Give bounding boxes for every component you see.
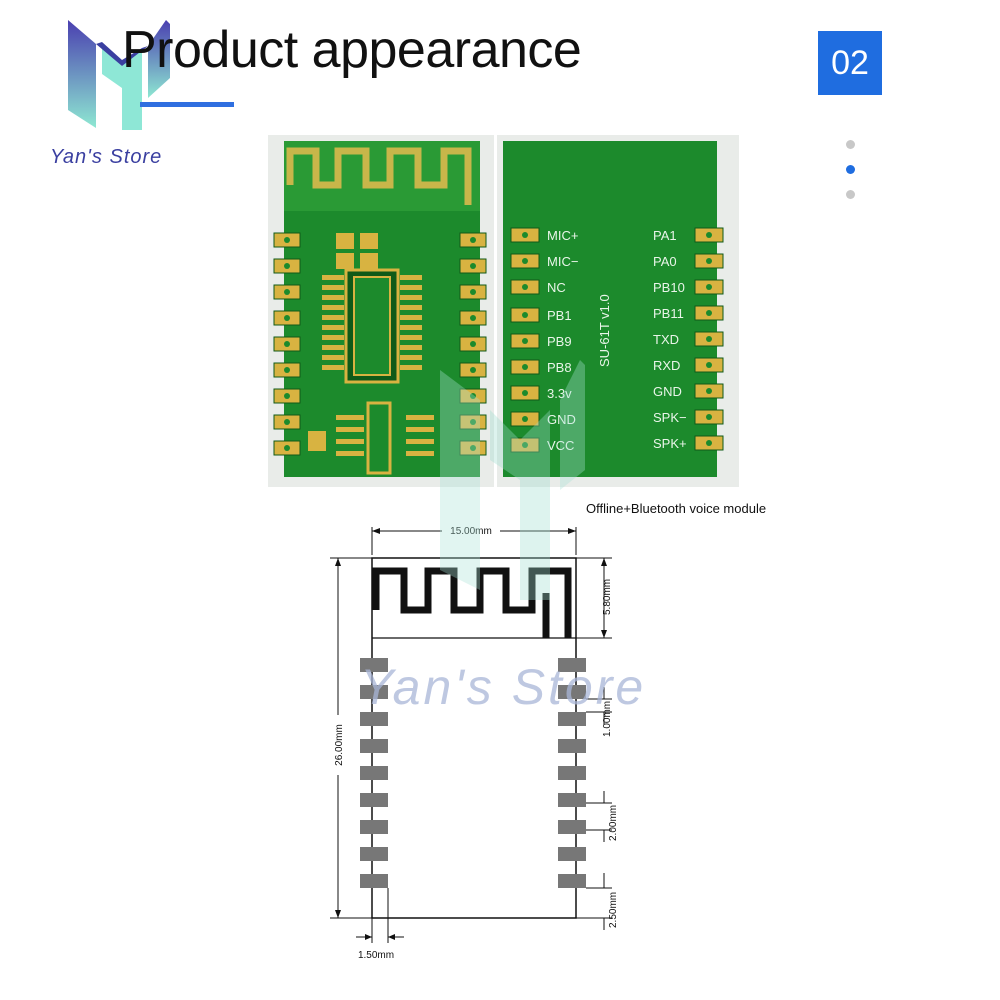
pcb-back-image: MIC+MIC−NCPB1PB9PB83.3vGNDVCCPA1PA0PB10P… — [497, 135, 739, 487]
right-pin-pad-1-hole — [706, 232, 712, 238]
right-pin-label-7: GND — [653, 384, 682, 399]
pcb-model-text: SU-61T v1.0 — [597, 294, 612, 367]
module-label: Offline+Bluetooth voice module — [586, 501, 767, 516]
right-pin-pad-8-hole — [706, 414, 712, 420]
left-pin-pad-8-hole — [522, 416, 528, 422]
dim-pitch-label: 2.00mm — [608, 805, 619, 841]
right-pin-label-4: PB11 — [653, 306, 684, 321]
right-pin-label-2: PA0 — [653, 254, 677, 269]
dim-width-label: 15.00mm — [450, 526, 492, 537]
left-pin-pad-2-hole — [522, 258, 528, 264]
dim-pad-offset-label: 1.50mm — [358, 950, 394, 961]
left-pin-pad-3-hole — [522, 284, 528, 290]
pcb-front-image — [268, 135, 494, 487]
dim-height-label: 26.00mm — [334, 724, 345, 766]
left-pin-label-6: PB8 — [547, 360, 572, 375]
right-pin-pad-6-hole — [706, 362, 712, 368]
left-pin-pad-9-hole — [522, 442, 528, 448]
right-pin-pad-3-hole — [706, 284, 712, 290]
left-pin-label-5: PB9 — [547, 334, 572, 349]
dimension-drawing: 15.00mm 26.00mm 5.80mm 1.00mm 2.00mm — [330, 523, 619, 961]
dim-antenna-label: 5.80mm — [602, 579, 613, 615]
title-underline — [140, 102, 234, 107]
left-pin-label-9: VCC — [547, 438, 574, 453]
left-pin-label-2: MIC− — [547, 254, 578, 269]
brand-logo-icon — [68, 20, 170, 130]
dim-bottom-label: 2.50mm — [608, 892, 619, 928]
left-pin-pad-6-hole — [522, 364, 528, 370]
left-pin-pad-4-hole — [522, 312, 528, 318]
left-pin-label-8: GND — [547, 412, 576, 427]
right-pin-pad-2-hole — [706, 258, 712, 264]
right-pin-label-1: PA1 — [653, 228, 677, 243]
page-number-badge: 02 — [818, 31, 882, 95]
dim-pad-width-label: 1.00mm — [602, 701, 613, 737]
right-pin-pad-5-hole — [706, 336, 712, 342]
left-pin-label-4: PB1 — [547, 308, 572, 323]
pager-dot-1[interactable] — [846, 140, 855, 149]
right-pin-label-3: PB10 — [653, 280, 685, 295]
left-pin-pad-5-hole — [522, 338, 528, 344]
right-pin-label-6: RXD — [653, 358, 680, 373]
left-pin-label-1: MIC+ — [547, 228, 578, 243]
left-pin-pad-7-hole — [522, 390, 528, 396]
brand-name: Yan's Store — [50, 146, 163, 168]
right-pin-pad-9-hole — [706, 440, 712, 446]
pager-dot-3[interactable] — [846, 190, 855, 199]
left-pin-pad-1-hole — [522, 232, 528, 238]
watermark-text: Yan's Store — [360, 659, 647, 715]
right-pin-label-9: SPK+ — [653, 436, 687, 451]
page-title: Product appearance — [122, 21, 582, 79]
right-pin-pad-4-hole — [706, 310, 712, 316]
pager-dot-2[interactable] — [846, 165, 855, 174]
right-pin-pad-7-hole — [706, 388, 712, 394]
watermark-logo-icon — [440, 360, 585, 600]
left-pin-label-3: NC — [547, 280, 566, 295]
right-pin-label-8: SPK− — [653, 410, 687, 425]
left-pin-label-7: 3.3v — [547, 386, 572, 401]
right-pin-label-5: TXD — [653, 332, 679, 347]
